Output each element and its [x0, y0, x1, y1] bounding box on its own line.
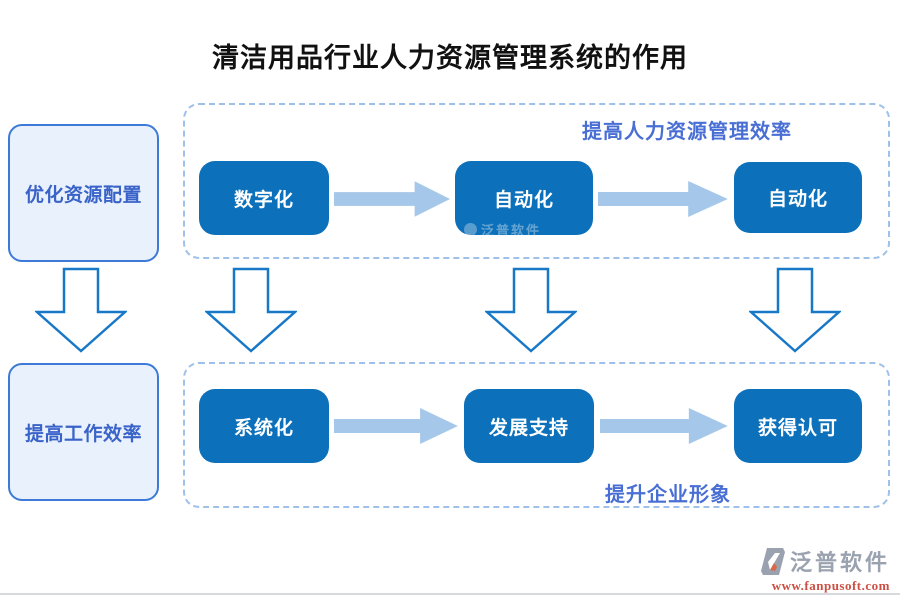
watermark-text: 泛普软件	[481, 223, 542, 238]
step-gain-recognition-label: 获得认可	[757, 417, 838, 439]
footer-brand: 泛普软件 www.fanpusoft.com	[760, 545, 890, 594]
right-arrow-icon	[600, 408, 728, 444]
right-arrow-icon	[334, 181, 451, 217]
step-automation-1-label: 自动化	[493, 189, 554, 211]
step-digitalization-label: 数字化	[233, 189, 294, 211]
bottom-group-label: 提升企业形象	[605, 484, 731, 506]
top-group-label: 提高人力资源管理效率	[582, 121, 792, 143]
right-arrow-icon	[598, 181, 728, 217]
left-box-work-efficiency-label: 提高工作效率	[24, 423, 142, 445]
page-title: 清洁用品行业人力资源管理系统的作用	[212, 43, 688, 73]
left-box-optimize-resources-label: 优化资源配置	[24, 184, 142, 206]
down-arrow-icon	[485, 267, 577, 353]
left-box-work-efficiency: 提高工作效率	[8, 363, 159, 501]
step-automation-2: 自动化	[734, 162, 862, 233]
step-development-support-label: 发展支持	[488, 417, 569, 439]
left-box-optimize-resources: 优化资源配置	[8, 124, 159, 262]
down-arrow-icon	[35, 267, 127, 353]
brand-logo-icon	[760, 547, 785, 575]
step-automation-2-label: 自动化	[767, 189, 828, 210]
step-automation-1: 自动化	[455, 161, 593, 235]
step-systematization-label: 系统化	[233, 417, 294, 439]
bottom-divider	[0, 593, 900, 595]
step-development-support: 发展支持	[464, 389, 594, 463]
right-arrow-icon	[334, 408, 458, 444]
watermark-logo-icon	[464, 223, 477, 236]
down-arrow-icon	[205, 267, 297, 353]
down-arrow-icon	[749, 267, 841, 353]
step-digitalization: 数字化	[199, 161, 329, 235]
brand-name: 泛普软件	[789, 550, 890, 575]
step-systematization: 系统化	[199, 389, 329, 463]
step-gain-recognition: 获得认可	[734, 389, 862, 463]
brand-url: www.fanpusoft.com	[771, 578, 890, 593]
watermark: 泛普软件	[464, 220, 541, 239]
